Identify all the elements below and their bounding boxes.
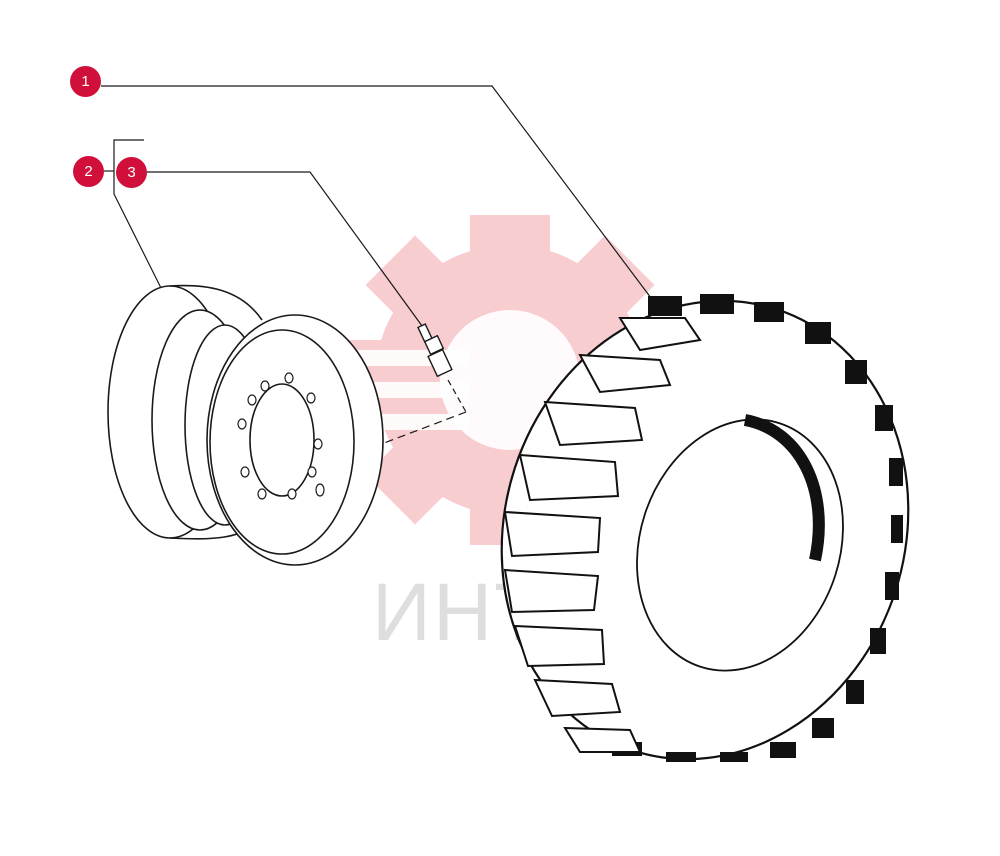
callout-1[interactable]: 1 — [70, 66, 101, 97]
valve-dash-line — [447, 379, 467, 413]
leader-line-1 — [101, 85, 661, 311]
callout-3[interactable]: 3 — [116, 157, 147, 188]
bracket-line — [113, 139, 169, 303]
leader-line-3 — [146, 171, 426, 331]
callout-2[interactable]: 2 — [73, 156, 104, 187]
